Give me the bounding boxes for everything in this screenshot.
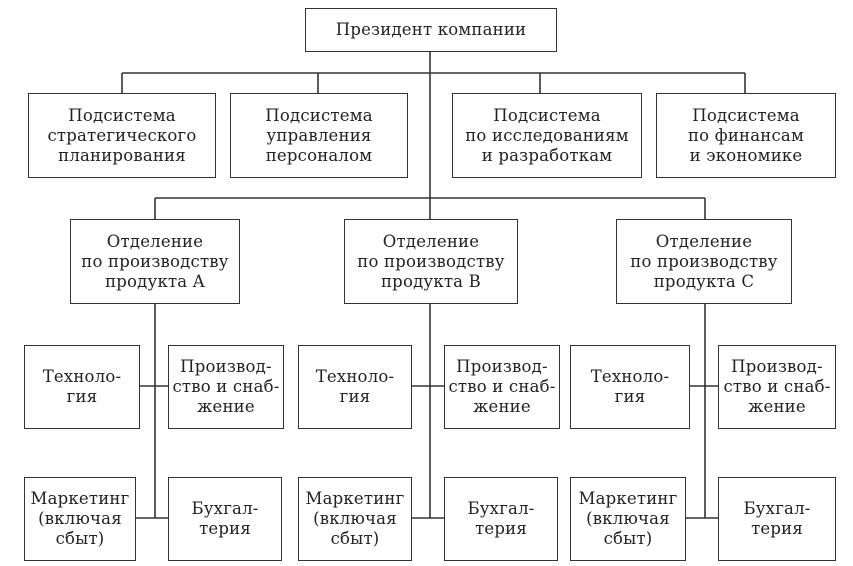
division-a: Отделение по производству продукта A — [70, 219, 240, 304]
division-b: Отделение по производству продукта B — [344, 219, 518, 304]
unit-technology-c: Техноло- гия — [570, 345, 690, 429]
subsystem-personnel: Подсистема управления персоналом — [230, 93, 408, 178]
unit-production-b: Производ- ство и снаб- жение — [444, 345, 560, 429]
unit-technology-b: Техноло- гия — [298, 345, 412, 429]
unit-marketing-a: Маркетинг (включая сбыт) — [24, 477, 136, 561]
unit-marketing-c: Маркетинг (включая сбыт) — [570, 477, 686, 561]
unit-accounting-c: Бухгал- терия — [718, 477, 836, 561]
unit-marketing-b: Маркетинг (включая сбыт) — [298, 477, 412, 561]
subsystem-finance: Подсистема по финансам и экономике — [656, 93, 836, 178]
unit-production-a: Производ- ство и снаб- жение — [168, 345, 284, 429]
president-box: Президент компании — [305, 8, 557, 52]
subsystem-strategic-planning: Подсистема стратегического планирования — [28, 93, 216, 178]
unit-production-c: Производ- ство и снаб- жение — [718, 345, 836, 429]
president-label: Президент компании — [335, 20, 527, 39]
unit-technology-a: Техноло- гия — [24, 345, 140, 429]
unit-accounting-a: Бухгал- терия — [168, 477, 282, 561]
subsystem-research: Подсистема по исследованиям и разработка… — [452, 93, 642, 178]
division-c: Отделение по производству продукта C — [616, 219, 792, 304]
unit-accounting-b: Бухгал- терия — [444, 477, 558, 561]
